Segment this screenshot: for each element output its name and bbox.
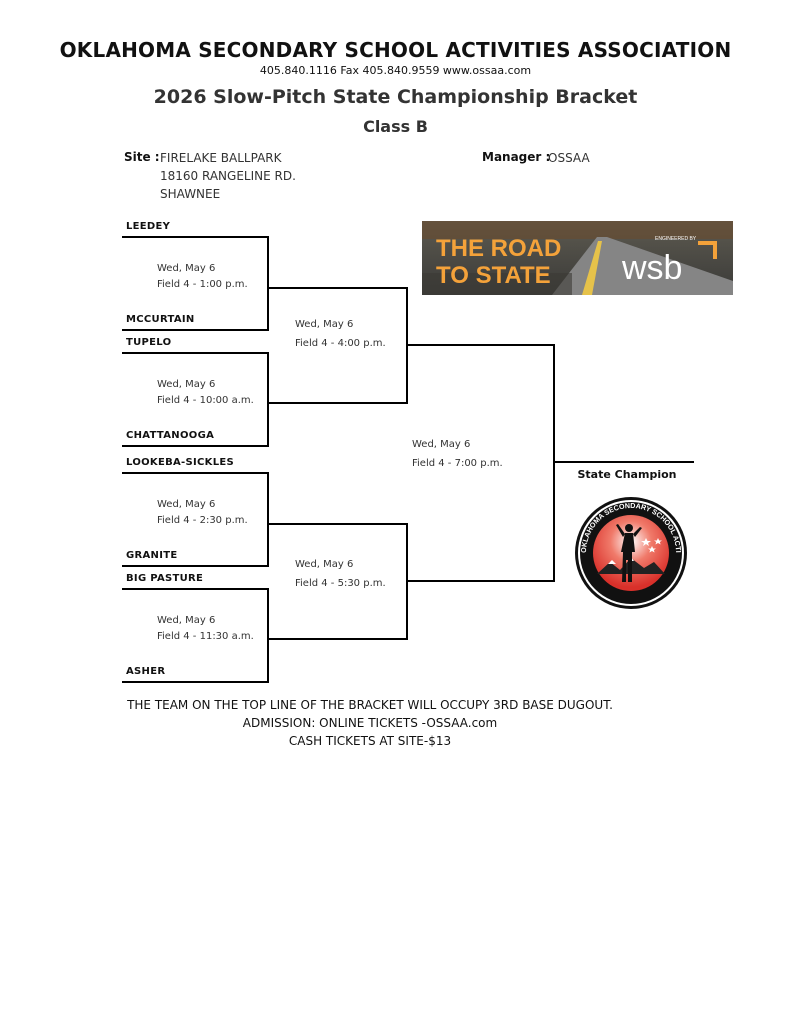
ossaa-logo: OKLAHOMA SECONDARY SCHOOL ACTIVITIES ASS… bbox=[569, 487, 690, 612]
banner-line2: TO STATE bbox=[436, 262, 551, 289]
game-field-time: Field 4 - 5:30 p.m. bbox=[295, 578, 386, 589]
bracket-line bbox=[267, 472, 269, 567]
game-date: Wed, May 6 bbox=[295, 319, 354, 330]
bracket-line bbox=[406, 580, 555, 582]
contact-info: 405.840.1116 Fax 405.840.9559 www.ossaa.… bbox=[259, 64, 532, 77]
bracket-line bbox=[267, 287, 408, 289]
game-date: Wed, May 6 bbox=[295, 559, 354, 570]
final-game-info: Wed, May 6 Field 4 - 7:00 p.m. bbox=[412, 435, 503, 473]
bracket-line bbox=[406, 344, 555, 346]
game-2-info: Wed, May 6 Field 4 - 10:00 a.m. bbox=[157, 377, 254, 409]
team-mccurtain: MCCURTAIN bbox=[126, 314, 195, 325]
footer-dugout-note: THE TEAM ON THE TOP LINE OF THE BRACKET … bbox=[127, 698, 613, 712]
game-field-time: Field 4 - 4:00 p.m. bbox=[295, 338, 386, 349]
manager-value: OSSAA bbox=[548, 151, 590, 165]
arrow-icon bbox=[698, 241, 717, 259]
footer-cash-tickets: CASH TICKETS AT SITE-$13 bbox=[288, 734, 452, 748]
site-address: 18160 RANGELINE RD. bbox=[160, 169, 296, 183]
bracket-line bbox=[122, 472, 269, 474]
org-name: OKLAHOMA SECONDARY SCHOOL ACTIVITIES ASS… bbox=[59, 38, 732, 62]
bracket-line bbox=[267, 523, 408, 525]
game-date: Wed, May 6 bbox=[157, 263, 216, 274]
bracket-line bbox=[122, 352, 269, 354]
game-5-info: Wed, May 6 Field 4 - 4:00 p.m. bbox=[295, 315, 386, 353]
game-date: Wed, May 6 bbox=[412, 439, 471, 450]
page-title: 2026 Slow-Pitch State Championship Brack… bbox=[153, 86, 638, 108]
road-to-state-banner: THE ROAD TO STATE ENGINEERED BY wsb bbox=[422, 221, 733, 295]
game-date: Wed, May 6 bbox=[157, 499, 216, 510]
game-date: Wed, May 6 bbox=[157, 615, 216, 626]
bracket-line bbox=[122, 329, 269, 331]
team-asher: ASHER bbox=[126, 666, 166, 677]
star-icons bbox=[641, 538, 662, 553]
manager-label: Manager : bbox=[482, 150, 551, 164]
banner-small-text: ENGINEERED BY bbox=[655, 236, 697, 242]
team-lookeba-sickles: LOOKEBA-SICKLES bbox=[126, 457, 235, 468]
bracket-line bbox=[122, 681, 269, 683]
footer-admission: ADMISSION: ONLINE TICKETS -OSSAA.com bbox=[242, 716, 498, 730]
site-label: Site : bbox=[124, 150, 160, 164]
bracket-line bbox=[267, 588, 269, 683]
bracket-line bbox=[267, 236, 269, 331]
state-champion-label: State Champion bbox=[577, 468, 677, 481]
bracket-line bbox=[122, 565, 269, 567]
athlete-silhouette-icon bbox=[616, 524, 642, 582]
class-label: Class B bbox=[363, 117, 428, 136]
banner-brand: wsb bbox=[621, 249, 682, 287]
game-1-info: Wed, May 6 Field 4 - 1:00 p.m. bbox=[157, 261, 248, 293]
team-tupelo: TUPELO bbox=[126, 337, 172, 348]
game-field-time: Field 4 - 7:00 p.m. bbox=[412, 458, 503, 469]
team-chattanooga: CHATTANOOGA bbox=[126, 430, 215, 441]
site-city: SHAWNEE bbox=[160, 187, 221, 201]
game-date: Wed, May 6 bbox=[157, 379, 216, 390]
team-leedey: LEEDEY bbox=[126, 221, 171, 232]
game-field-time: Field 4 - 11:30 a.m. bbox=[157, 631, 254, 642]
site-name: FIRELAKE BALLPARK bbox=[160, 151, 282, 165]
game-3-info: Wed, May 6 Field 4 - 2:30 p.m. bbox=[157, 497, 248, 529]
bracket-line bbox=[553, 344, 555, 582]
game-6-info: Wed, May 6 Field 4 - 5:30 p.m. bbox=[295, 555, 386, 593]
game-4-info: Wed, May 6 Field 4 - 11:30 a.m. bbox=[157, 613, 254, 645]
team-big-pasture: BIG PASTURE bbox=[126, 573, 204, 584]
champion-line bbox=[553, 461, 694, 463]
bracket-line bbox=[122, 588, 269, 590]
bracket-line bbox=[267, 402, 408, 404]
banner-line1: THE ROAD bbox=[436, 235, 561, 262]
game-field-time: Field 4 - 10:00 a.m. bbox=[157, 395, 254, 406]
bracket-line bbox=[122, 445, 269, 447]
bracket-line bbox=[122, 236, 269, 238]
team-granite: GRANITE bbox=[126, 550, 178, 561]
game-field-time: Field 4 - 2:30 p.m. bbox=[157, 515, 248, 526]
bracket-line bbox=[267, 352, 269, 447]
game-field-time: Field 4 - 1:00 p.m. bbox=[157, 279, 248, 290]
bracket-line bbox=[267, 638, 408, 640]
